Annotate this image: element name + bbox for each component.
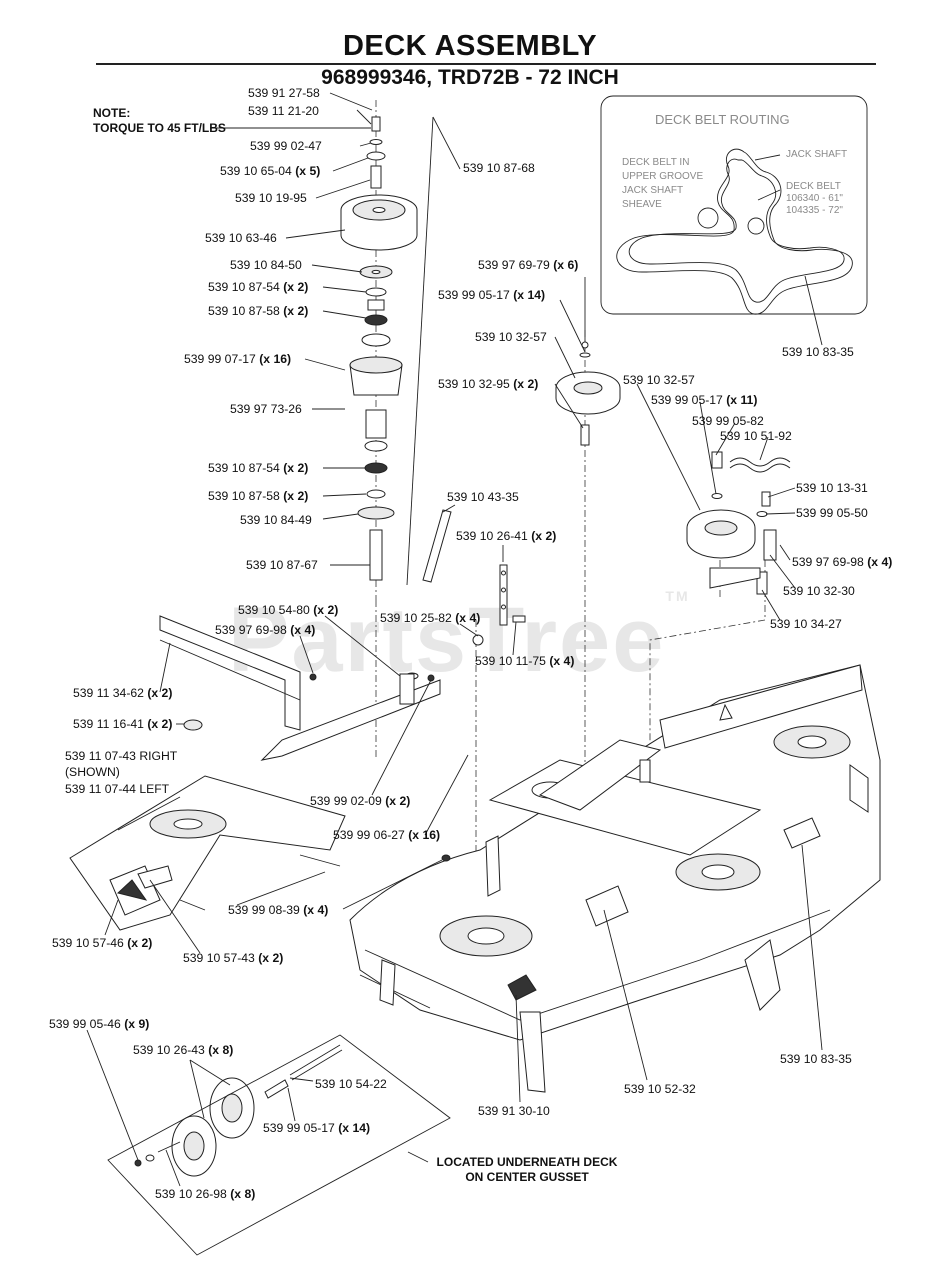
callout-label: 539 99 08-39 (x 4) (228, 903, 329, 917)
title-rule (96, 63, 876, 65)
callout-label: 539 97 69-98 (x 4) (215, 623, 316, 637)
callout-label: 539 10 54-80 (x 2) (238, 603, 339, 617)
spindle-bracket-line (406, 116, 434, 586)
callout-label: 539 99 05-50 (796, 506, 868, 520)
belt-path-outer (616, 148, 853, 315)
belt-note-line1: DECK BELT IN (622, 157, 690, 168)
callout-label: 539 99 06-27 (x 16) (333, 828, 441, 842)
watermark: PartsTreeTM (228, 588, 690, 691)
callout-label: 539 10 87-67 (246, 558, 318, 572)
callout-label: 539 10 87-68 (463, 161, 535, 175)
leader-lines (86, 92, 823, 1187)
belt-routing-panel (600, 95, 868, 315)
callout-label: 539 10 63-46 (205, 231, 277, 245)
belt-part-72: 104335 - 72" (786, 205, 843, 216)
tension-spring (729, 457, 791, 467)
callout-label: 539 99 05-17 (x 11) (651, 393, 758, 407)
jackshaft-sheave (697, 207, 719, 229)
callout-label: 539 11 21-20 (248, 104, 319, 118)
callout-label: 539 97 73-26 (230, 402, 302, 416)
callout-label: 539 10 87-54 (x 2) (208, 461, 309, 475)
callout-label: 539 10 84-49 (240, 513, 312, 527)
belt-note-line4: SHEAVE (622, 199, 662, 210)
callout-label: 539 99 05-17 (x 14) (438, 288, 546, 302)
callout-label: 539 97 69-98 (x 4) (792, 555, 893, 569)
callout-label: 539 10 87-54 (x 2) (208, 280, 309, 294)
torque-note: NOTE: TORQUE TO 45 FT/LBS (93, 106, 226, 136)
belt-note-line2: UPPER GROOVE (622, 171, 704, 182)
underneath-note-line2: ON CENTER GUSSET (465, 1170, 589, 1184)
callout-label: 539 11 16-41 (x 2) (73, 717, 173, 731)
callout-label: (SHOWN) (65, 765, 120, 779)
callout-label: 539 10 19-95 (235, 191, 307, 205)
mower-deck-shell (349, 664, 881, 1041)
spindle-bolt (371, 116, 381, 132)
callout-label: 539 10 84-50 (230, 258, 302, 272)
callout-label: 539 10 83-35 (782, 345, 854, 359)
callout-label: 539 99 02-47 (250, 139, 322, 153)
callout-label: 539 10 25-82 (x 4) (380, 611, 481, 625)
underneath-deck-note: LOCATED UNDERNEATH DECK ON CENTER GUSSET (432, 1155, 622, 1185)
spindle-shaft (369, 529, 383, 581)
callout-label: 539 10 26-98 (x 8) (155, 1187, 256, 1201)
callout-label: 539 11 07-44 LEFT (65, 782, 170, 796)
callout-label: 539 99 07-17 (x 16) (184, 352, 292, 366)
callout-label: 539 10 43-35 (447, 490, 519, 504)
callout-label: 539 91 27-58 (248, 86, 320, 100)
callout-label: 539 10 87-58 (x 2) (208, 304, 309, 318)
callout-label: 539 10 52-32 (624, 1082, 696, 1096)
callout-label: 539 11 07-43 RIGHT (65, 749, 178, 763)
deck-belt-label: DECK BELT (786, 181, 841, 192)
jack-shaft-label: JACK SHAFT (786, 149, 848, 160)
belt-part-61: 106340 - 61" (786, 193, 843, 204)
page-title: DECK ASSEMBLY (342, 30, 598, 62)
callout-label: 539 10 32-57 (475, 330, 547, 344)
note-text: TORQUE TO 45 FT/LBS (93, 121, 226, 135)
link-26-41 (499, 564, 508, 626)
underneath-note-line1: LOCATED UNDERNEATH DECK (436, 1155, 618, 1169)
callout-label: 539 10 26-41 (x 2) (456, 529, 557, 543)
callout-label: 539 10 51-92 (720, 429, 792, 443)
callout-label: 539 10 87-58 (x 2) (208, 489, 309, 503)
callout-label: 539 99 05-46 (x 9) (49, 1017, 150, 1031)
belt-note-line3: JACK SHAFT (622, 185, 684, 196)
underneath-box-outline (107, 1034, 451, 1256)
callout-label: 539 10 57-46 (x 2) (52, 936, 153, 950)
callout-label: 539 10 34-27 (770, 617, 842, 631)
callout-label: 539 10 65-04 (x 5) (220, 164, 321, 178)
callout-label: 539 10 32-57 (623, 373, 695, 387)
callout-label: 539 10 13-31 (796, 481, 868, 495)
shaft-43-35 (422, 509, 452, 583)
belt-path-inner (628, 158, 845, 303)
callout-label: 539 11 34-62 (x 2) (73, 686, 173, 700)
idler-sheave (747, 217, 765, 235)
callout-label: 539 10 11-75 (x 4) (475, 654, 575, 668)
note-heading: NOTE: (93, 106, 131, 120)
callout-label: 539 10 26-43 (x 8) (133, 1043, 234, 1057)
callout-label: 539 99 05-82 (692, 414, 764, 428)
callout-label: 539 10 83-35 (780, 1052, 852, 1066)
callout-label: 539 91 30-10 (478, 1104, 550, 1118)
callout-label: 539 10 32-30 (783, 584, 855, 598)
deck-hanger-bar (159, 615, 301, 731)
callout-label: 539 97 69-79 (x 6) (478, 258, 579, 272)
belt-routing-title: DECK BELT ROUTING (655, 112, 790, 127)
callout-label: 539 10 57-43 (x 2) (183, 951, 284, 965)
callout-label: 539 99 05-17 (x 14) (263, 1121, 371, 1135)
callout-label: 539 99 02-09 (x 2) (310, 794, 411, 808)
model-subtitle: 968999346, TRD72B - 72 INCH (321, 66, 619, 89)
callout-label: 539 10 54-22 (315, 1077, 387, 1091)
callout-label: 539 10 32-95 (x 2) (438, 377, 539, 391)
